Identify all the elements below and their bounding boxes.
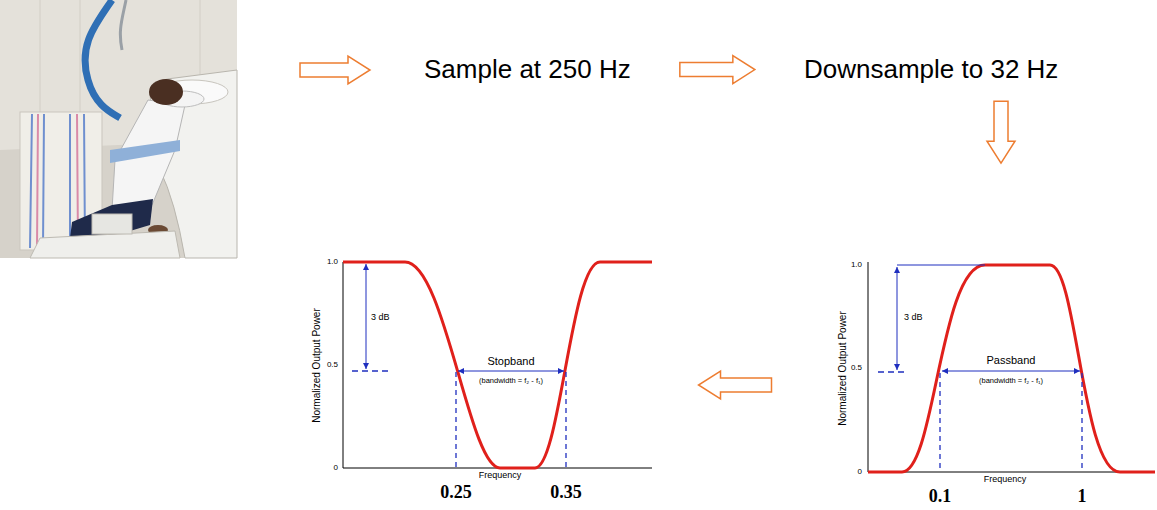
step-label: Sample at 250 Hz [424, 54, 631, 85]
annotation: 3 dB [904, 313, 923, 323]
block-arrow [300, 56, 370, 84]
bandwidth-arrow [458, 371, 564, 372]
tick-label: 1.0 [327, 258, 338, 267]
plot-axes [868, 262, 1155, 472]
block-arrow [987, 101, 1015, 163]
plot-axes [343, 262, 652, 468]
process-step: Downsample to 32 Hz [800, 52, 1062, 87]
tick-label: 0.5 [327, 361, 338, 370]
band-name: Passband [987, 354, 1036, 366]
patient-photo [0, 0, 237, 258]
filter-chart: 1.0 3 dB 0.5 0 Normalized Output Power Passba… [820, 250, 1157, 500]
cutoff-dashes [940, 373, 1082, 472]
axis-title: Normalized Output Power [837, 311, 848, 426]
block-arrow [699, 371, 772, 399]
cutoff-dashes [456, 372, 566, 468]
band-name: Stopband [487, 355, 534, 367]
cutoff-value: 0.25 [440, 483, 472, 503]
filter-curve [343, 262, 652, 468]
axis-title: Normalized Output Power [311, 308, 322, 423]
band-formula: (bandwidth = f₂ - f₁) [979, 377, 1043, 385]
annotation: 3 dB [371, 313, 390, 323]
tick-label: 0 [334, 464, 338, 473]
half-power-dash [878, 371, 908, 372]
filter-curve [868, 265, 1155, 472]
axis-title: Frequency [479, 471, 522, 481]
tick-label: 0 [858, 468, 862, 477]
kneeling-chair [30, 231, 180, 258]
cutoff-value: 0.35 [550, 483, 582, 503]
stopband-plot [343, 262, 652, 468]
bandwidth-arrow [942, 371, 1080, 372]
sensor-hose [85, 0, 120, 118]
tick-label: 0.5 [851, 364, 862, 373]
tick-label: 1.0 [851, 261, 862, 270]
cutoff-value: 0.1 [929, 487, 952, 507]
photo-background [0, 0, 237, 258]
band-formula: (bandwidth = f₂ - f₁) [479, 377, 543, 385]
chair-console [92, 214, 132, 234]
cutoff-value: 1 [1078, 487, 1087, 507]
half-power-dash [352, 370, 392, 371]
axis-title: Frequency [984, 475, 1027, 485]
three-db-arrow [366, 264, 367, 369]
belt-strap [110, 140, 180, 163]
passband-plot [868, 262, 1155, 472]
process-step: Sample at 250 Hz [420, 52, 635, 87]
cable [120, 0, 126, 50]
step-label: Downsample to 32 Hz [804, 54, 1058, 85]
peak-line [897, 265, 985, 266]
block-arrow [680, 56, 755, 84]
filter-chart: 1.0 3 dB 0.5 0 Normalized Output Power Stopba… [290, 250, 650, 500]
head [149, 79, 183, 105]
three-db-arrow [897, 267, 898, 370]
